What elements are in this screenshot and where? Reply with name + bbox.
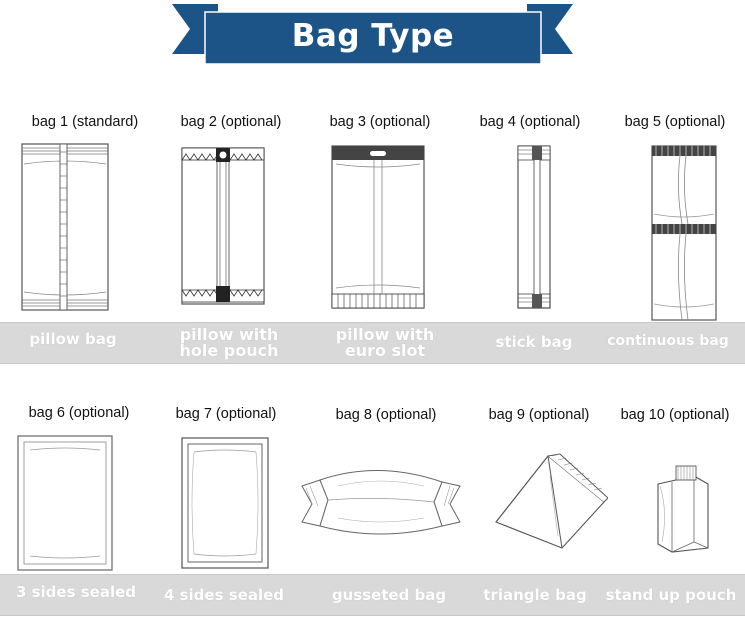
bag-10-title: bag 10 (optional)	[620, 407, 730, 423]
bag-3-title: bag 3 (optional)	[329, 114, 431, 130]
gusseted-bag-illustration	[301, 470, 461, 535]
four-side-sealed-illustration	[181, 437, 269, 569]
bag-2-title: bag 2 (optional)	[180, 114, 282, 130]
stand-up-pouch-label: stand up pouch	[605, 586, 737, 604]
hole-pouch-label-line2: hole pouch	[179, 341, 279, 360]
pillow-bag-label: pillow bag	[29, 330, 117, 348]
stick-bag-illustration	[517, 145, 551, 309]
hole-pouch-illustration	[181, 147, 265, 305]
euro-slot-label-line1: pillow with	[335, 325, 435, 344]
triangle-bag-illustration	[495, 453, 608, 549]
euro-slot-label: pillow with euro slot	[318, 327, 452, 359]
bag-8-title: bag 8 (optional)	[335, 407, 437, 423]
row2-label-band	[0, 574, 745, 616]
triangle-bag-label: triangle bag	[483, 586, 587, 604]
gusseted-bag-label: gusseted bag	[331, 586, 447, 604]
bag-4-title: bag 4 (optional)	[479, 114, 581, 130]
stick-bag-label: stick bag	[495, 333, 573, 351]
bag-9-title: bag 9 (optional)	[488, 407, 590, 423]
hole-pouch-label: pillow with hole pouch	[160, 327, 298, 359]
continuous-bag-illustration	[651, 145, 717, 321]
bag-5-title: bag 5 (optional)	[624, 114, 726, 130]
stand-up-pouch-illustration	[657, 465, 709, 553]
page-title: Bag Type	[291, 18, 455, 54]
bag-7-title: bag 7 (optional)	[175, 406, 277, 422]
pillow-bag-illustration	[21, 143, 109, 311]
continuous-bag-label: continuous bag	[607, 333, 729, 349]
bag-1-title: bag 1 (standard)	[31, 114, 139, 130]
row1-label-band	[0, 322, 745, 364]
hole-pouch-label-line1: pillow with	[179, 325, 279, 344]
three-side-sealed-illustration	[17, 435, 113, 571]
euro-slot-illustration	[331, 145, 425, 309]
four-side-sealed-label: 4 sides sealed	[163, 586, 285, 604]
euro-slot-label-line2: euro slot	[344, 341, 426, 360]
bag-6-title: bag 6 (optional)	[28, 405, 130, 421]
banner-main	[205, 12, 541, 64]
three-side-sealed-label: 3 sides sealed	[15, 583, 137, 601]
title-banner	[172, 4, 573, 65]
